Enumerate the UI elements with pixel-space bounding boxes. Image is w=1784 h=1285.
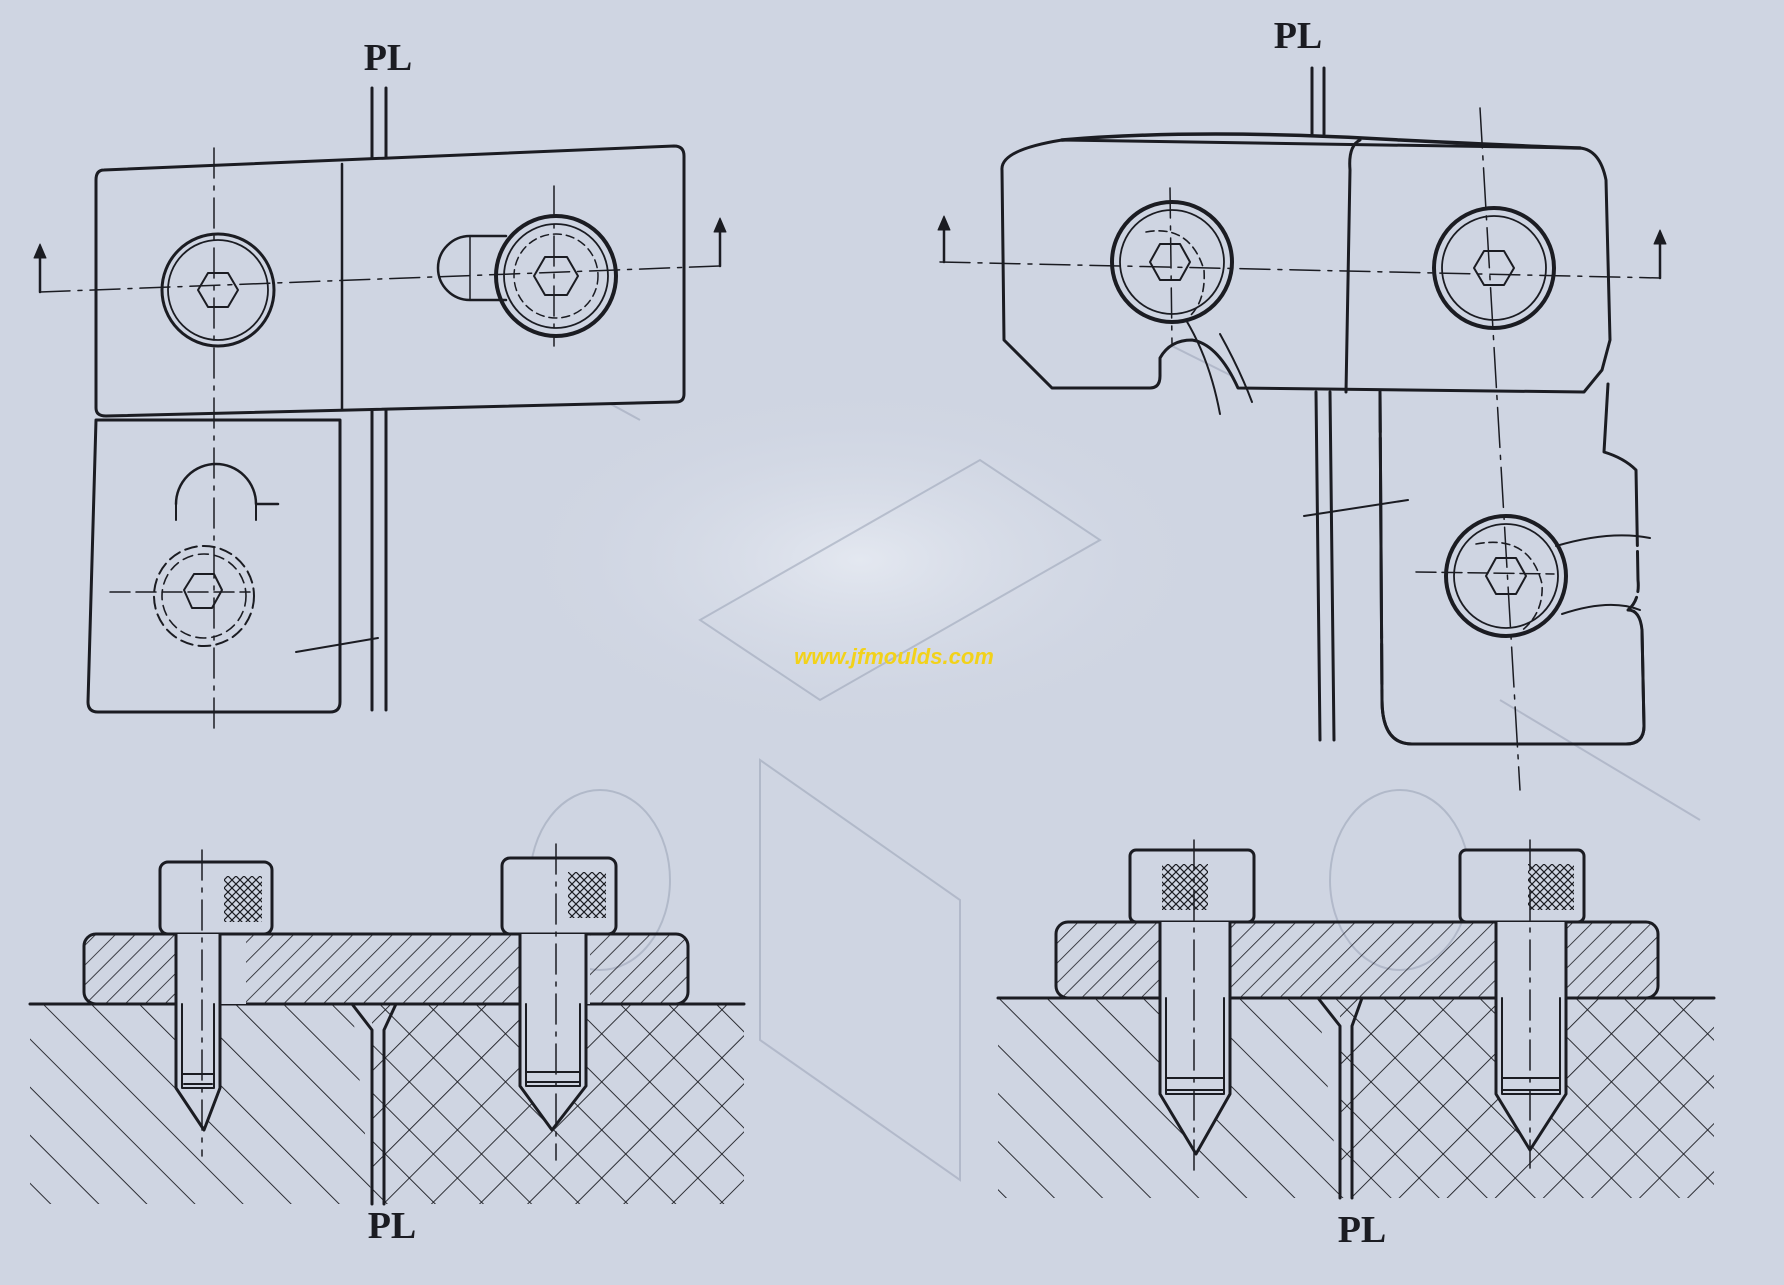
left-section-view	[28, 843, 746, 1206]
parting-line-label-bottom-left: PL	[368, 1205, 417, 1247]
watermark-text: www.jfmoulds.com	[794, 644, 994, 669]
paper-glare	[500, 380, 1220, 740]
parting-line-label-bottom-right: PL	[1338, 1209, 1387, 1251]
parting-line-label-top-left: PL	[364, 37, 413, 79]
parting-line-label-top-right: PL	[1274, 15, 1323, 57]
left-plan-view	[33, 86, 727, 731]
right-section-view	[996, 839, 1716, 1200]
right-plan-view	[937, 66, 1667, 791]
